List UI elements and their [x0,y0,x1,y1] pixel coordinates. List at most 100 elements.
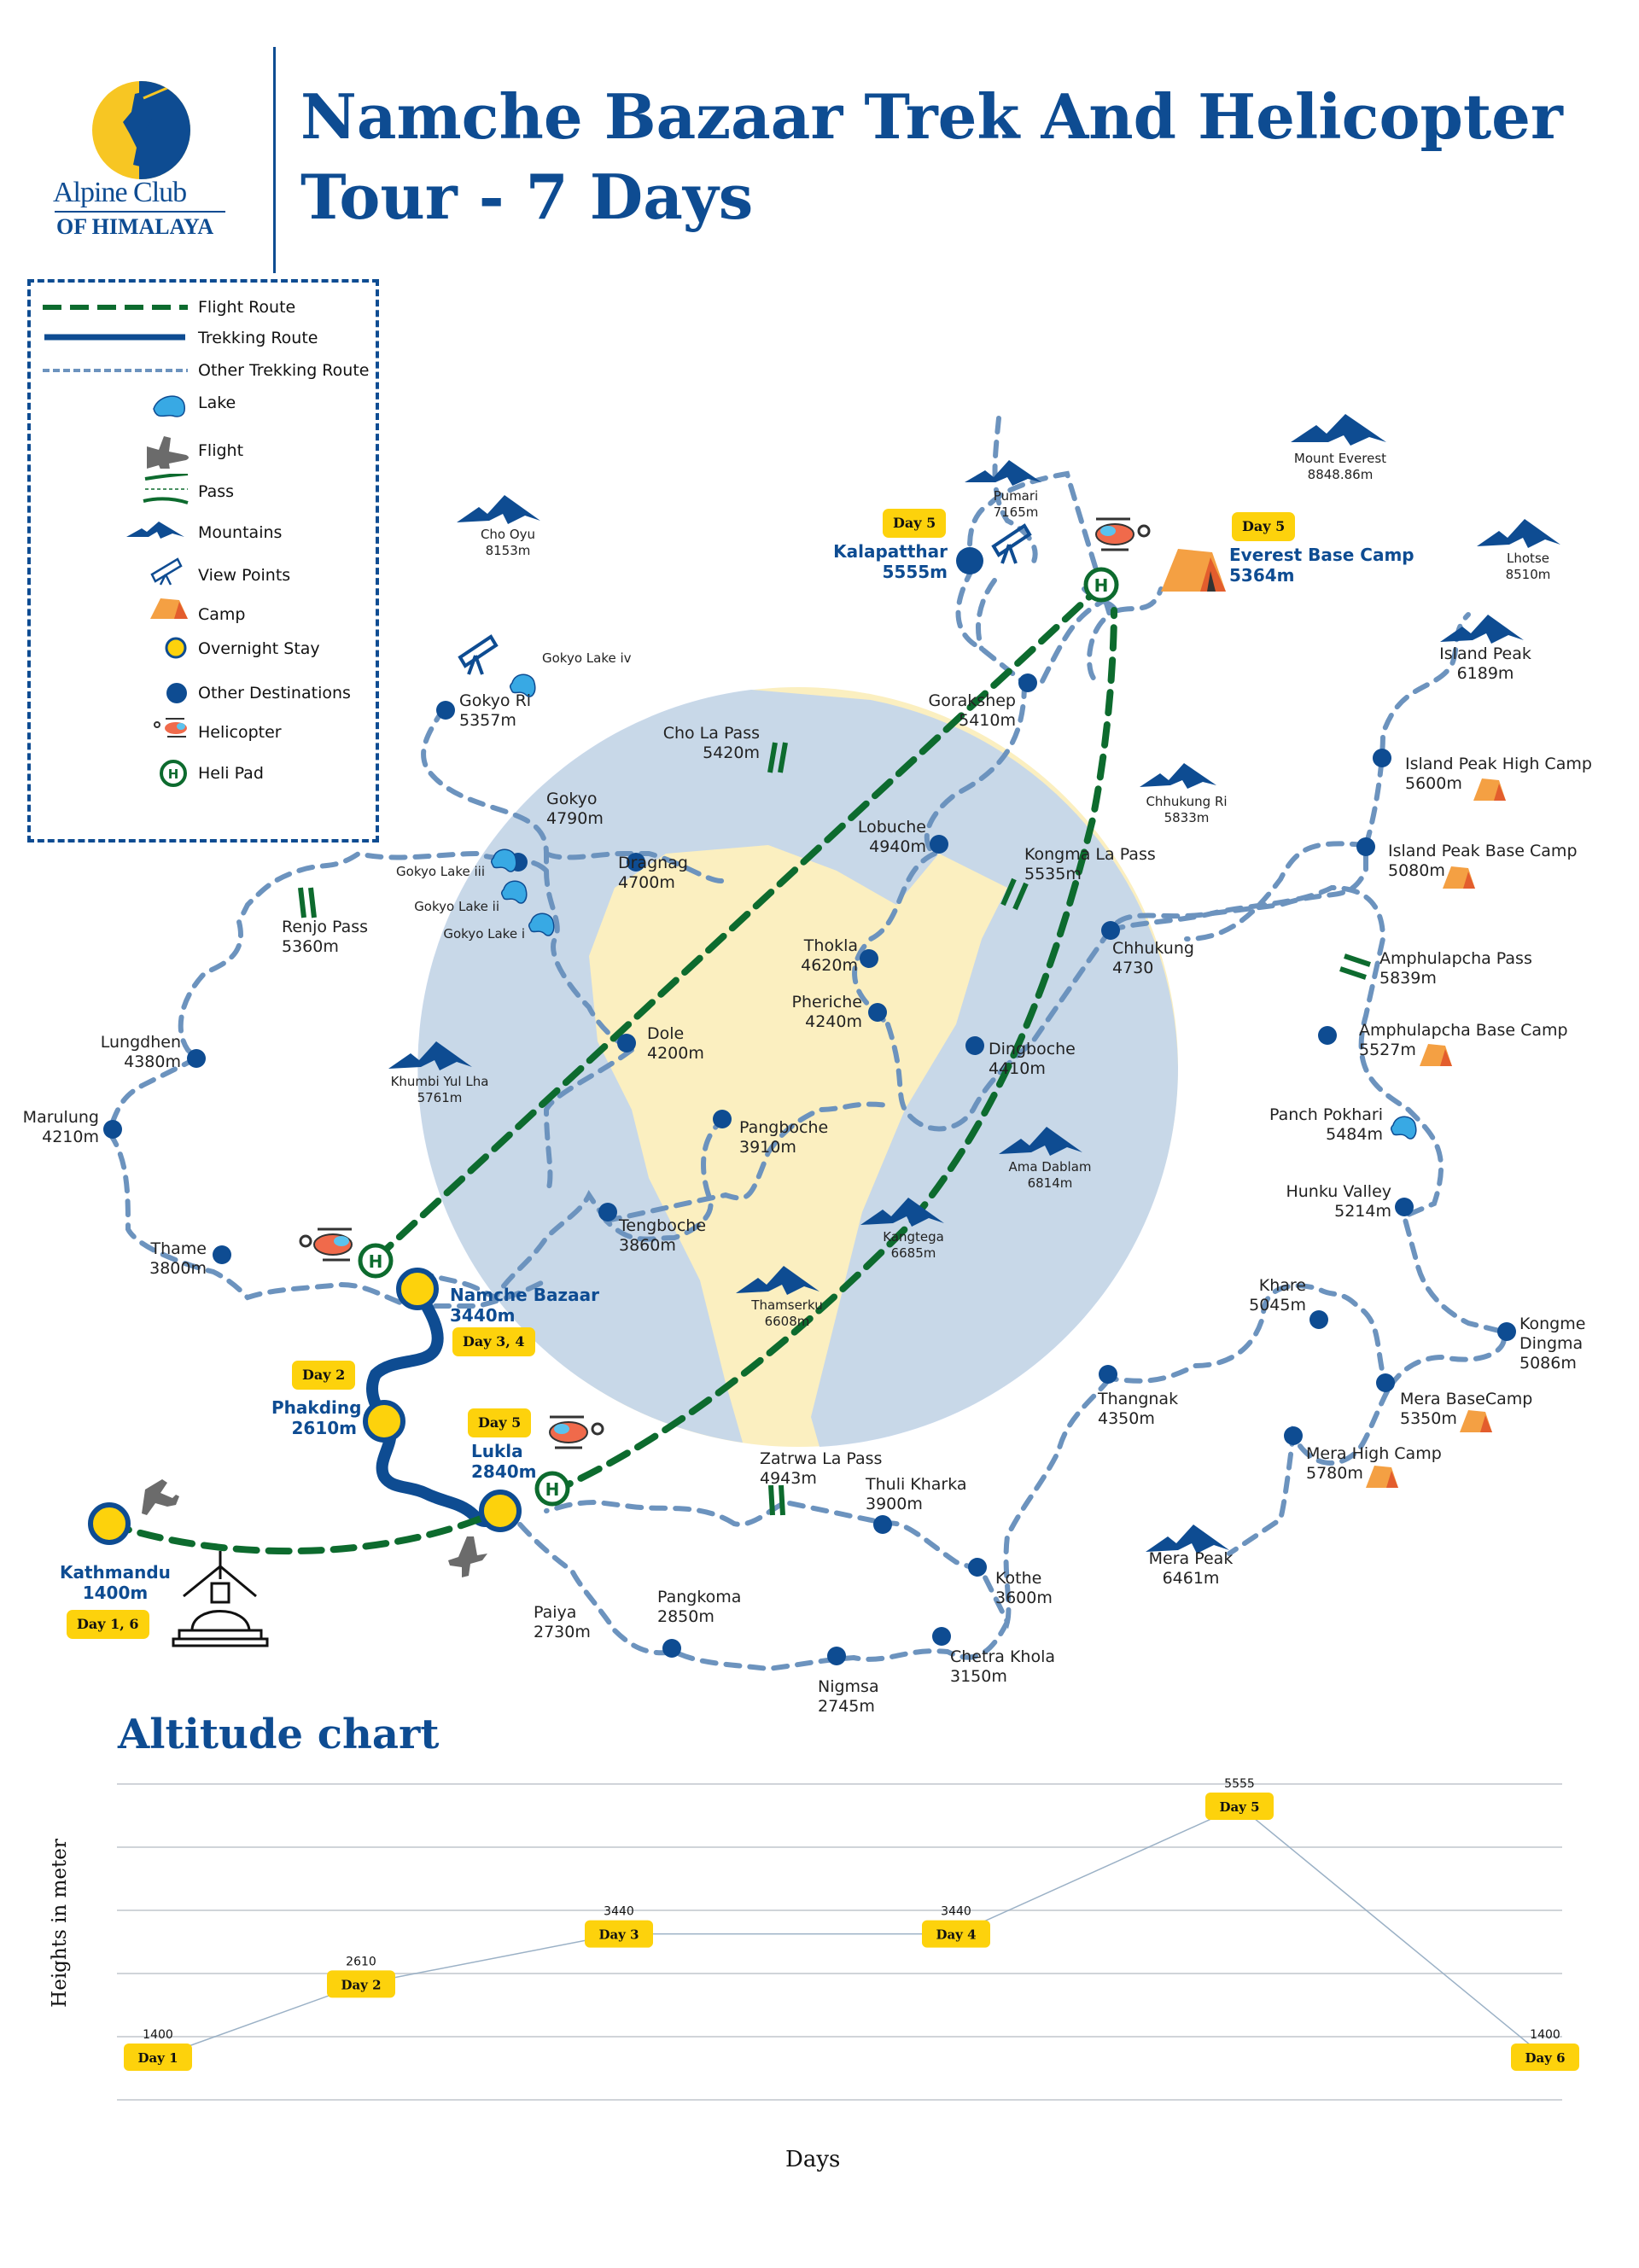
mountain-icon [965,460,1041,486]
lake-icon [490,848,517,872]
lake-gokyo-iv: Gokyo Lake iv [542,650,632,666]
other-trekking-routes [108,416,1507,1672]
airplane-icon [448,1536,487,1577]
pass-icon [768,1484,785,1516]
lake-icon [500,880,528,904]
overnight-stay-icon [165,637,187,659]
day-badge: Day 3, 4 [452,1327,535,1356]
telescope-icon [991,523,1032,564]
legend-item-flight: Flight [31,436,376,469]
map-legend: Flight Route Trekking Route Other Trekki… [27,279,379,842]
helicopter-icon [154,718,187,738]
legend-item-camp: Camp [31,598,376,631]
lake-gokyo-ii: Gokyo Lake ii [414,899,499,914]
tent-icon [1420,1044,1452,1066]
chart-point-marker [1205,1793,1274,1820]
chart-value-label: 2610 [346,1955,376,1968]
day-badge: Day 5 [1232,512,1296,541]
legend-item-other-trekking-route: Other Trekking Route [31,361,376,387]
legend-item-overnight-stay: Overnight Stay [31,637,376,665]
lake-icon [509,673,536,697]
pass-icon [1000,877,1029,911]
mountain-markers [388,414,1560,1554]
brand-name: Alpine Club [53,177,187,208]
camp-markers [1161,549,1506,1488]
helipad-icon: H [534,1471,570,1507]
airplane-icon [142,1479,179,1515]
pass-icon [767,742,788,773]
mountain-icon [126,522,184,539]
helicopter-icon [549,1415,604,1449]
chart-point-marker [327,1970,395,1998]
legend-item-trekking-route: Trekking Route [31,329,376,354]
day-badge: Day 5 [468,1408,532,1437]
legend-item-pass: Pass [31,474,376,508]
header-divider [273,47,276,273]
lake-gokyo-iii: Gokyo Lake iii [396,864,485,879]
mountain-icon [736,1266,820,1295]
pass-icon [1339,953,1371,980]
destination-dot-icon [166,683,187,703]
mountain-icon [999,1127,1082,1156]
helicopter-markers [299,517,1151,1449]
helicopter-icon [299,1227,353,1262]
airplane-markers [142,1479,487,1577]
legend-item-other-destinations: Other Destinations [31,683,376,709]
helipad-markers: H H H [358,567,1119,1507]
brand-subtitle: OF HIMALAYA [56,214,214,239]
pass-markers [298,742,1371,1516]
mountain-icon [1477,519,1560,548]
climber-emblem-icon [92,81,190,179]
